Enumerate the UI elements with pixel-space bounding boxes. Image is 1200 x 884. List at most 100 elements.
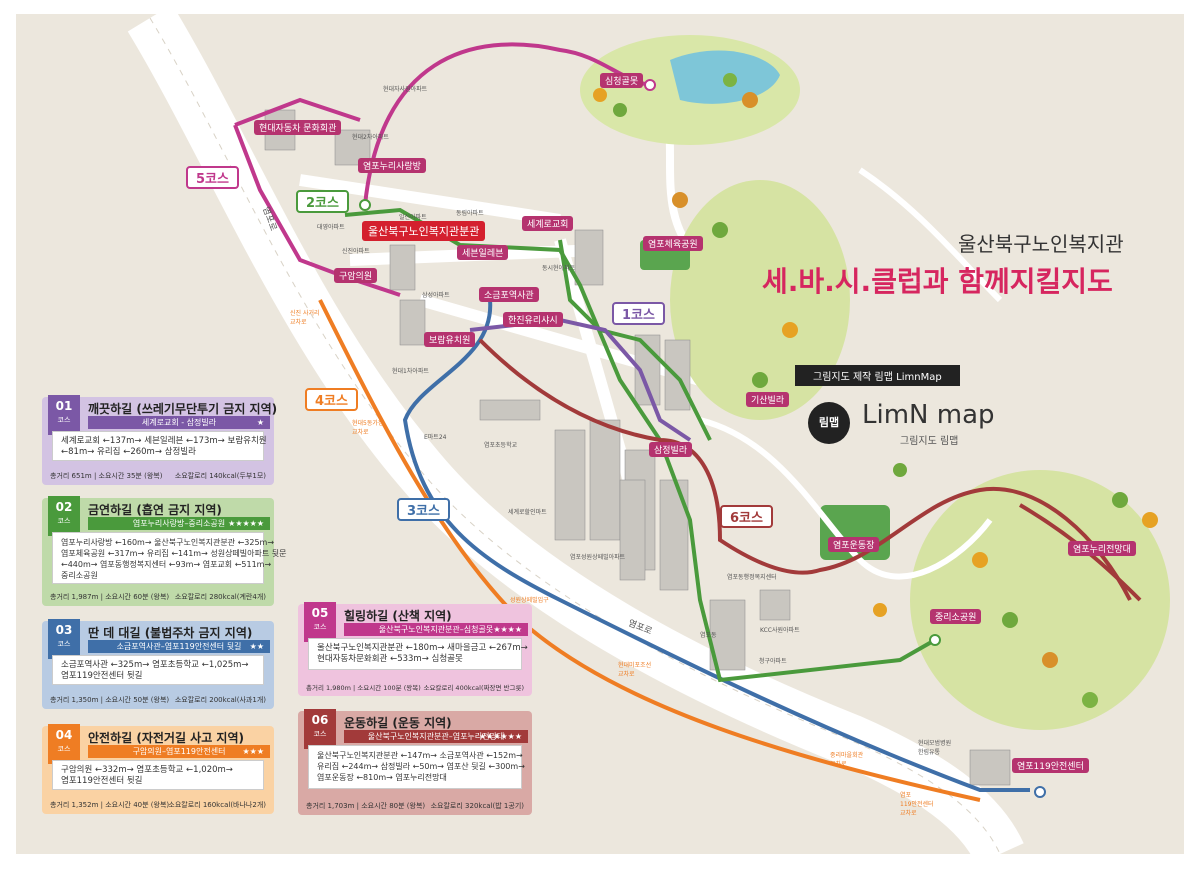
place-samjeong[interactable]: 삼정빌라 — [649, 442, 693, 457]
card-4-body: 구암의원 ←332m→ 염포초등학교 ←1,020m→염포119안전센터 뒷길 — [52, 760, 264, 790]
label-cross-4: 현대미포조선 교차로 — [618, 662, 652, 678]
label-kcc: KCC사원아파트 — [760, 627, 800, 634]
course-label-5[interactable]: 5코스 — [186, 166, 239, 189]
label-hyundai1: 현대1차아파트 — [392, 368, 429, 375]
card-4-footer: 총거리 1,352m | 소요시간 40분 (왕복)소요칼로리 160kcal(… — [50, 801, 266, 809]
card-4-title: 안전하길 (자전거길 사고 지역) — [88, 731, 244, 745]
course-label-4[interactable]: 4코스 — [305, 388, 358, 411]
place-bokji-bungwan[interactable]: 울산북구노인복지관분관 — [362, 221, 486, 241]
route-3 — [402, 299, 1030, 792]
card-3-body: 소금포역사관 ←325m→ 염포초등학교 ←1,025m→염포119안전센터 뒷… — [52, 655, 264, 685]
label-yeompo: 염포동 — [700, 632, 717, 639]
card-5-footer: 총거리 1,980m | 소요시간 100분 (왕복)소요칼로리 400kcal… — [306, 684, 524, 692]
label-cross-1: 신진 사거리 교차로 — [290, 310, 320, 326]
label-daeyoung: 대영아파트 — [317, 224, 345, 231]
card-3-footer: 총거리 1,350m | 소요시간 50분 (왕복)소요칼로리 200kcal(… — [50, 696, 266, 704]
course-label-2[interactable]: 2코스 — [296, 190, 349, 213]
label-hyundai-emp: 현대모범병원 한림유통 — [918, 740, 952, 756]
label-pharm: 세계로할인마트 — [508, 509, 547, 516]
page-title: 세.바.시.클럽과 함께지킬지도 — [762, 265, 1113, 298]
card-1-footer: 총거리 651m | 소요시간 35분 (왕복)소요칼로리 140kcal(두부… — [50, 472, 266, 480]
label-hyundai-apt2: 현대2차아파트 — [352, 134, 389, 141]
label-ilsin: 일신아파트 — [399, 214, 427, 221]
place-nuri-view[interactable]: 염포누리전망대 — [1068, 541, 1136, 556]
label-school: 염포초등학교 — [484, 442, 518, 449]
label-hyundai-apt: 현대자사원아파트 — [383, 86, 428, 93]
course-label-3[interactable]: 3코스 — [397, 498, 450, 521]
limnmap-logo-sub: 그림지도 림맵 — [900, 436, 959, 447]
place-nuri-sarangbang[interactable]: 염포누리사랑방 — [358, 158, 426, 173]
place-simcheong[interactable]: 심청골못 — [600, 73, 644, 88]
label-sihyun: 동시현아파트 — [542, 265, 576, 272]
credit-banner: 그림지도 제작 림맵 LimnMap — [795, 365, 960, 386]
card-6-title: 운동하길 (운동 지역) — [344, 716, 452, 730]
label-cross-6: 염포 119안전센터 교차로 — [900, 792, 934, 817]
place-boram[interactable]: 보람유치원 — [424, 332, 476, 347]
label-emart: E마트24 — [424, 434, 447, 441]
card-1-stars: ★ — [256, 418, 264, 427]
card-3-title: 딴 데 대길 (불법주차 금지 지역) — [88, 626, 253, 640]
card-1-body: 세계로교회 ←137m→ 세븐일레븐 ←173m→ 보람유치원←81m→ 유리집… — [52, 431, 267, 461]
place-seaworld-church[interactable]: 세계로교회 — [522, 216, 574, 231]
card-1-title: 깨끗하길 (쓰레기무단투기 금지 지역) — [88, 402, 278, 416]
route-6 — [478, 338, 1132, 601]
label-cheonggu: 청구아파트 — [759, 658, 787, 665]
place-gisan[interactable]: 기산빌라 — [746, 392, 790, 407]
card-2-body: 염포누리사랑방 ←160m→ 울산북구노인복지관분관 ←325m→염포체육공원 … — [52, 532, 287, 584]
label-sinjin: 신진아파트 — [342, 248, 370, 255]
place-safety-center[interactable]: 염포119안전센터 — [1012, 758, 1089, 773]
hill-southeast — [910, 470, 1170, 730]
card-2-footer: 총거리 1,987m | 소요시간 60분 (왕복)소요칼로리 280kcal(… — [50, 593, 266, 601]
card-4-stars: ★★★ — [242, 747, 264, 756]
card-4-subtitle: 구암의원–염포119안전센터★★★ — [88, 745, 270, 758]
card-5-stars: ★★★★ — [493, 625, 522, 634]
card-6-stars: ★★★★★★ — [478, 732, 522, 741]
tree-clusters — [593, 73, 1158, 708]
label-welfare: 염포동행정복지센터 — [727, 574, 777, 581]
card-2-stars: ★★★★★ — [228, 519, 264, 528]
card-6-subtitle: 울산북구노인복지관분관–염포누리전망대★★★★★★ — [344, 730, 528, 743]
card-5-subtitle: 울산북구노인복지관분관–심청골못★★★★ — [344, 623, 528, 636]
course-label-6[interactable]: 6코스 — [720, 505, 773, 528]
label-dongrim: 동림아파트 — [456, 210, 484, 217]
apartment-blocks — [264, 109, 1011, 786]
place-guam[interactable]: 구암의원 — [334, 268, 378, 283]
course-label-1[interactable]: 1코스 — [612, 302, 665, 325]
route-5 — [363, 42, 651, 206]
place-hyundai-culture[interactable]: 현대자동차 문화회관 — [254, 120, 342, 135]
place-hanjin[interactable]: 한진유리샤시 — [503, 312, 563, 327]
card-3-stars: ★★ — [249, 642, 264, 651]
limnmap-logo: LimN map — [862, 400, 995, 430]
place-playground[interactable]: 염포운동장 — [828, 537, 880, 552]
card-5-body: 울산북구노인복지관분관 ←180m→ 새마을금고 ←267m→현대자동차문화회관… — [308, 638, 528, 670]
card-1-subtitle: 세계로교회 - 삼정빌라★ — [88, 416, 270, 429]
place-seven-leben[interactable]: 세븐일레븐 — [457, 245, 509, 260]
label-cross-2: 현대5동가정 교차로 — [352, 420, 384, 436]
card-6-body: 울산북구노인복지관분관 ←147m→ 소금포역사관 ←152m→유리집 ←244… — [308, 745, 525, 789]
place-sogeum[interactable]: 소금포역사관 — [479, 287, 539, 302]
label-seowon: 염포성원상떼빌아파트 — [570, 554, 626, 561]
card-3-subtitle: 소금포역사관–염포119안전센터 뒷길★★ — [88, 640, 270, 653]
label-cross-5: 중리마을회관 교차로 — [830, 752, 864, 768]
card-5-title: 힐링하길 (산책 지역) — [344, 609, 452, 623]
hill-east — [670, 180, 850, 420]
label-samsung: 삼성아파트 — [422, 292, 450, 299]
limnmap-badge: 림맵 — [808, 402, 850, 444]
place-jungri-park[interactable]: 중리소공원 — [930, 609, 982, 624]
card-6-footer: 총거리 1,703m | 소요시간 80분 (왕복)소요칼로리 320kcal(… — [306, 802, 524, 810]
card-2-subtitle: 염포누리사랑방–중리소공원★★★★★ — [88, 517, 270, 530]
org-name: 울산북구노인복지관 — [958, 232, 1124, 256]
place-gym-park[interactable]: 염포체육공원 — [643, 236, 703, 251]
